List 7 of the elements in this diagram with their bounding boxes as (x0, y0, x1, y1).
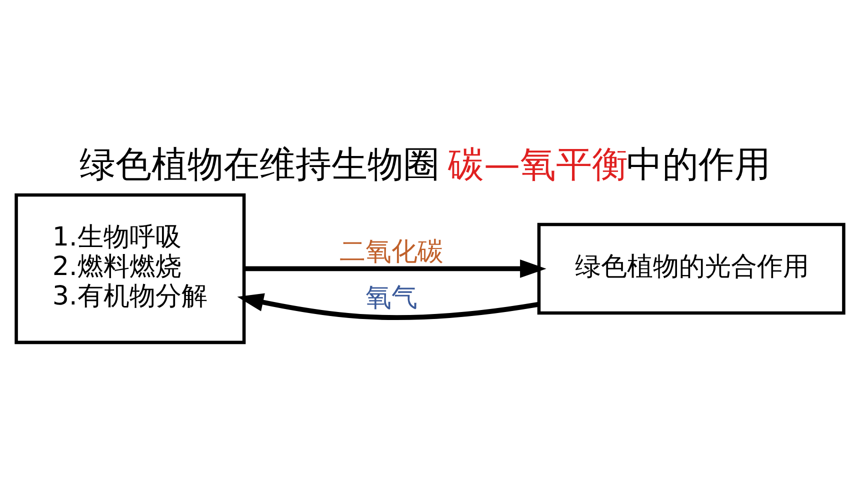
diagram-title: 绿色植物在维持生物圈 碳—氧平衡中的作用 (79, 144, 771, 185)
node-box: 绿色植物的光合作用 (537, 222, 846, 314)
arrow (244, 259, 546, 278)
arrow (237, 292, 540, 320)
edge-label: 氧气 (365, 282, 418, 313)
edge-label: 二氧化碳 (339, 236, 444, 267)
node-box: 1.生物呼吸 2.燃料燃烧 3.有机物分解 (14, 192, 246, 344)
